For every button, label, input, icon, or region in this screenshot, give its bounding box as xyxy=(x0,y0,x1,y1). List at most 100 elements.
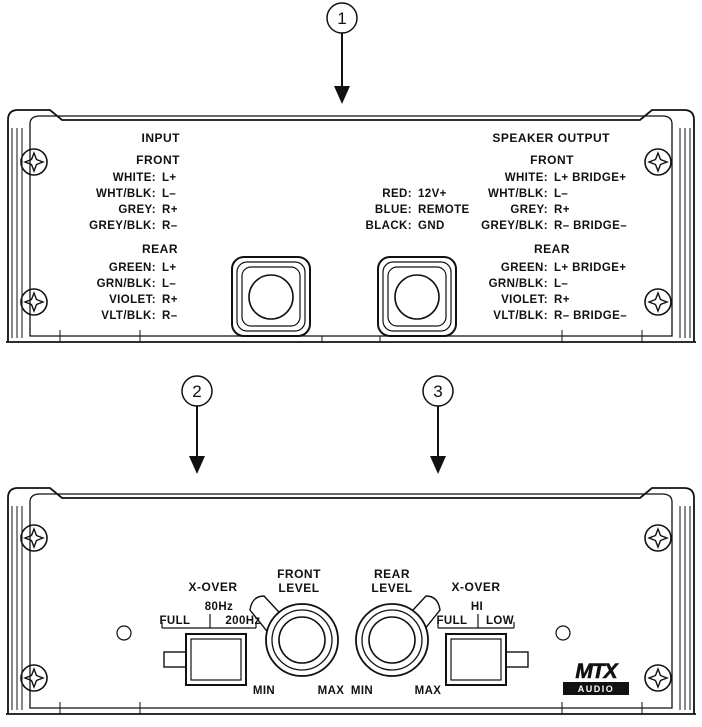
screw-icon xyxy=(644,664,672,692)
speaker-output-title: SPEAKER OUTPUT xyxy=(492,131,610,145)
screw-icon xyxy=(20,148,48,176)
rear-level-knob[interactable]: REAR LEVEL MIN MAX xyxy=(351,567,442,697)
front-xover-title: X-OVER xyxy=(188,580,237,594)
power-wire-label: RED: xyxy=(382,188,412,200)
input-rear-signal-label: R+ xyxy=(162,294,178,306)
rear-xover-full-label: FULL xyxy=(437,615,468,627)
input-labels: INPUT FRONT WHITE: L+ WHT/BLK: L– GREY: R+ GRE… xyxy=(89,131,180,322)
callout-1-number: 1 xyxy=(337,9,346,28)
input-title: INPUT xyxy=(142,131,181,145)
screw-icon xyxy=(20,288,48,316)
power-wire-label: BLACK: xyxy=(366,220,412,232)
speaker-output-labels: SPEAKER OUTPUT FRONT WHITE: L+ BRIDGE+ WHT… xyxy=(481,131,627,322)
top-panel-outline xyxy=(7,109,695,342)
input-front-wire-label: WHITE: xyxy=(113,172,156,184)
screw-icon xyxy=(20,664,48,692)
output-terminal-port xyxy=(377,256,457,337)
rear-xover-hi-label: HI xyxy=(471,601,483,613)
callout-1: 1 xyxy=(326,2,358,104)
screw-icon xyxy=(644,524,672,552)
callout-2-number: 2 xyxy=(192,382,201,401)
output-rear-signal-label: L– xyxy=(554,278,568,290)
mtx-audio-logo: MTX AUDIO xyxy=(563,660,629,695)
top-panel: INPUT FRONT WHITE: L+ WHT/BLK: L– GREY: R+ GRE… xyxy=(6,109,696,343)
output-rear-title: REAR xyxy=(534,242,570,256)
input-front-wire-label: GREY: xyxy=(118,204,156,216)
vent-hole xyxy=(555,625,571,641)
screw-icon xyxy=(644,288,672,316)
front-level-min-label: MIN xyxy=(253,685,275,697)
input-rear-title: REAR xyxy=(142,242,178,256)
screw-icon xyxy=(20,524,48,552)
input-rear-signal-label: R– xyxy=(162,310,178,322)
output-front-wire-label: WHITE: xyxy=(505,172,548,184)
bottom-panel: X-OVER 80Hz FULL 200Hz FRONT LEVEL MIN M… xyxy=(6,487,696,715)
output-rear-signal-label: L+ BRIDGE+ xyxy=(554,262,626,274)
input-front-signal-label: R– xyxy=(162,220,178,232)
front-xover-full-label: FULL xyxy=(160,615,191,627)
power-labels: RED: 12V+ BLUE: REMOTE BLACK: GND xyxy=(366,188,470,232)
input-rear-signal-label: L– xyxy=(162,278,176,290)
vent-hole xyxy=(116,625,132,641)
rear-level-max-label: MAX xyxy=(415,685,442,697)
input-rear-wire-label: VIOLET: xyxy=(109,294,156,306)
front-level-max-label: MAX xyxy=(318,685,345,697)
callout-3: 3 xyxy=(422,375,454,474)
output-front-signal-label: R– BRIDGE– xyxy=(554,220,627,232)
screw-icon xyxy=(644,148,672,176)
front-xover-80hz-label: 80Hz xyxy=(205,601,233,613)
input-front-signal-label: R+ xyxy=(162,204,178,216)
front-xover-200hz-label: 200Hz xyxy=(225,615,260,627)
logo-main-text: MTX xyxy=(575,660,619,683)
input-front-signal-label: L+ xyxy=(162,172,177,184)
input-front-wire-label: WHT/BLK: xyxy=(96,188,156,200)
callout-2: 2 xyxy=(181,375,213,474)
input-rear-signal-label: L+ xyxy=(162,262,177,274)
front-level-knob[interactable]: FRONT LEVEL MIN MAX xyxy=(249,567,345,697)
front-xover-toggle[interactable] xyxy=(163,651,187,668)
top-faceplate xyxy=(29,115,673,337)
rear-xover-switch[interactable]: X-OVER HI FULL LOW xyxy=(437,580,529,686)
rear-xover-toggle[interactable] xyxy=(505,651,529,668)
callout-2-arrow xyxy=(189,456,205,474)
power-signal-label: REMOTE xyxy=(418,204,470,216)
front-level-title-2: LEVEL xyxy=(278,581,319,595)
output-front-title: FRONT xyxy=(530,153,574,167)
power-signal-label: GND xyxy=(418,220,445,232)
front-xover-switch[interactable]: X-OVER 80Hz FULL 200Hz xyxy=(160,580,261,686)
rear-level-min-label: MIN xyxy=(351,685,373,697)
rear-level-title-1: REAR xyxy=(374,567,410,581)
output-front-signal-label: R+ xyxy=(554,204,570,216)
output-rear-signal-label: R– BRIDGE– xyxy=(554,310,627,322)
rear-xover-title: X-OVER xyxy=(451,580,500,594)
callout-3-arrow xyxy=(430,456,446,474)
output-front-signal-label: L+ BRIDGE+ xyxy=(554,172,626,184)
callout-1-arrow xyxy=(334,86,350,104)
bottom-faceplate xyxy=(29,493,673,709)
output-front-signal-label: L– xyxy=(554,188,568,200)
logo-sub-text: AUDIO xyxy=(578,684,615,694)
bottom-panel-outline xyxy=(7,487,695,714)
output-front-wire-label: WHT/BLK: xyxy=(488,188,548,200)
output-rear-signal-label: R+ xyxy=(554,294,570,306)
input-rear-wire-label: VLT/BLK: xyxy=(101,310,156,322)
output-front-wire-label: GREY: xyxy=(510,204,548,216)
front-level-title-1: FRONT xyxy=(277,567,321,581)
power-signal-label: 12V+ xyxy=(418,188,447,200)
output-rear-wire-label: VIOLET: xyxy=(501,294,548,306)
callout-3-number: 3 xyxy=(433,382,442,401)
input-front-signal-label: L– xyxy=(162,188,176,200)
power-wire-label: BLUE: xyxy=(375,204,412,216)
output-rear-wire-label: GREEN: xyxy=(501,262,548,274)
input-rear-wire-label: GREEN: xyxy=(109,262,156,274)
output-front-wire-label: GREY/BLK: xyxy=(481,220,548,232)
input-rear-wire-label: GRN/BLK: xyxy=(97,278,156,290)
input-terminal-port xyxy=(231,256,311,337)
output-rear-wire-label: VLT/BLK: xyxy=(493,310,548,322)
input-front-title: FRONT xyxy=(136,153,180,167)
input-front-wire-label: GREY/BLK: xyxy=(89,220,156,232)
output-rear-wire-label: GRN/BLK: xyxy=(489,278,548,290)
rear-level-title-2: LEVEL xyxy=(371,581,412,595)
rear-xover-low-label: LOW xyxy=(486,615,514,627)
